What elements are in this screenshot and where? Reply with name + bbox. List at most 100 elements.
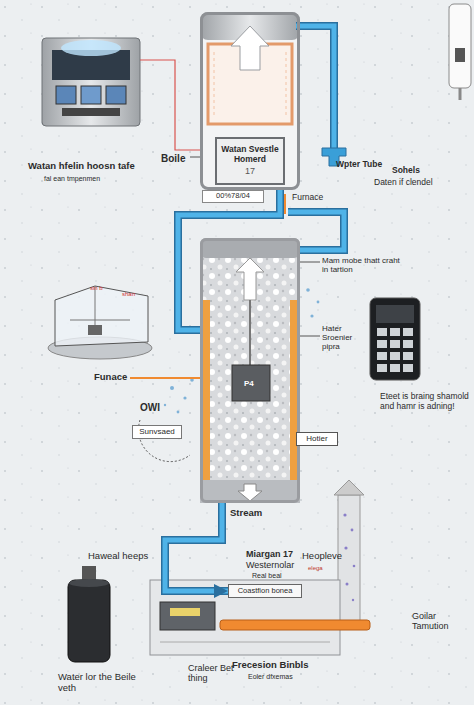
- label-text: Funace: [94, 372, 127, 383]
- chimney-cap: [334, 480, 364, 495]
- base-unit: [150, 580, 340, 655]
- label-text: Haweal heeps: [88, 551, 148, 562]
- water-pipe: [165, 503, 228, 591]
- phone-key: [390, 352, 400, 360]
- leader-line: [300, 262, 320, 336]
- storage-tank: P4: [200, 238, 300, 503]
- phone-key: [390, 340, 400, 348]
- boiler-fill: [200, 12, 300, 190]
- boiler-unit: BoileWatan Svestle Homerd17: [200, 12, 300, 190]
- leader-line: [190, 157, 200, 158]
- vapour-dot: [353, 565, 356, 568]
- node-text: Boile: [161, 153, 185, 165]
- pipe-outline: [165, 503, 228, 591]
- label-text: Hater Sroenier pipra: [322, 324, 370, 352]
- tank-shaft: [249, 300, 251, 365]
- droplet: [183, 396, 186, 399]
- control-panel: [160, 602, 215, 630]
- heater-strip: [290, 300, 297, 480]
- vapour-dot: [352, 599, 354, 601]
- unit-box: Coastfion bonea: [228, 584, 302, 598]
- vapour-dot: [343, 513, 346, 516]
- droplet: [177, 411, 180, 414]
- phone-key: [403, 352, 413, 360]
- node-text: 17: [245, 166, 255, 176]
- vapour-dot: [351, 529, 354, 532]
- base-line: [160, 642, 330, 643]
- phone-key: [377, 352, 387, 360]
- node-text: Sunvsaed: [139, 427, 175, 436]
- phone-key: [403, 340, 413, 348]
- leader-line: [130, 377, 203, 379]
- label-text: Watan hfelin hoosn tafe: [28, 161, 135, 172]
- label-text: fal ean tmpenmen: [44, 175, 100, 183]
- tank-pump: [88, 325, 102, 335]
- phone-screen: [376, 305, 414, 323]
- pipe-outline: [178, 190, 280, 330]
- droplet: [164, 404, 166, 406]
- up-arrow: [231, 26, 269, 70]
- inner-panel: Watan Svestle Homerd 17: [215, 137, 285, 185]
- label-text: elega: [308, 565, 323, 572]
- node-text: Coastfion bonea: [238, 587, 293, 596]
- node-text: 00%78/04: [216, 192, 250, 201]
- droplet: [317, 301, 320, 304]
- furnace-screen: [106, 86, 126, 104]
- label-text: shan: [122, 291, 135, 298]
- droplet: [306, 288, 310, 292]
- label-text: Eteet is braing shamold and hamr is adni…: [380, 392, 472, 412]
- tag-box: Sunvsaed: [132, 425, 182, 439]
- gas-cylinder: [68, 580, 110, 662]
- glass-tank: [55, 286, 148, 346]
- furnace-screen: [81, 86, 101, 104]
- vapour-dot: [346, 583, 349, 586]
- status-box: 00%78/04: [202, 190, 264, 203]
- panel-display: [170, 608, 200, 616]
- droplet: [170, 386, 174, 390]
- node-text: Hotier: [306, 434, 327, 443]
- node-text: P4: [244, 379, 254, 388]
- water-pipe: [178, 190, 280, 330]
- label-text: Mam mobe thatt craht in tartion: [322, 256, 402, 274]
- label-text: Sohels: [392, 166, 420, 176]
- node-text: Watan Svestle Homerd: [217, 145, 283, 164]
- label-text: Stream: [230, 508, 262, 519]
- label-text: Miargan 17: [246, 549, 293, 559]
- valve: [276, 194, 286, 214]
- heater-strip: [203, 300, 210, 480]
- furnace-glow: [61, 40, 121, 56]
- label-text: Water lor the Beile veth: [58, 672, 144, 694]
- tank-body: [200, 238, 300, 503]
- pipe: [296, 26, 334, 148]
- label-text: Real beal: [252, 572, 282, 580]
- tank-core: [232, 365, 270, 401]
- sensor-stem: [459, 88, 462, 100]
- tank-frame: [70, 286, 130, 330]
- furnace-base: [62, 108, 120, 116]
- cylinder-top: [69, 579, 109, 587]
- label-text: Wpter Tube: [336, 160, 382, 170]
- hot-pipe: [220, 620, 370, 630]
- sensor-display: [455, 48, 465, 62]
- phone-key: [403, 364, 413, 372]
- phone: [370, 298, 420, 380]
- phone-key: [403, 328, 413, 336]
- label-text: sin b: [90, 285, 103, 292]
- vapour-dot: [344, 546, 347, 549]
- pipe: [296, 26, 334, 148]
- label-text: Westernolar: [246, 560, 294, 570]
- red-wire: [140, 60, 200, 150]
- phone-key: [377, 328, 387, 336]
- up-arrow: [236, 258, 264, 300]
- phone-key: [377, 340, 387, 348]
- tag-box: Hotier: [296, 432, 338, 446]
- tank-bottom: [200, 480, 300, 503]
- label-text: OWI: [140, 402, 160, 414]
- furnace-body: [42, 38, 140, 126]
- label-text: Daten if clendel: [374, 178, 433, 188]
- phone-key: [390, 328, 400, 336]
